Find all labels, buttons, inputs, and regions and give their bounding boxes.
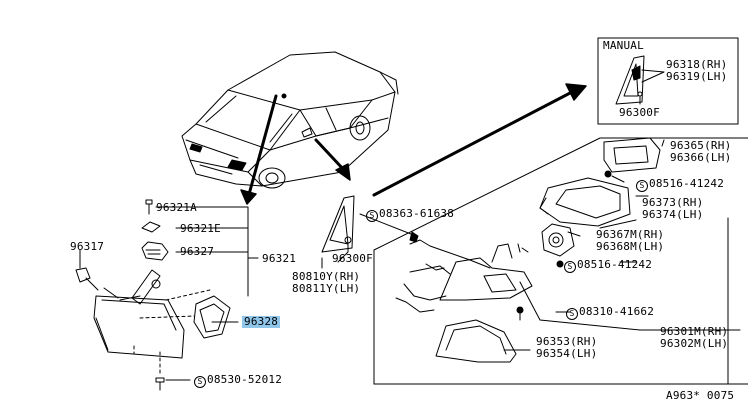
label-96317: 96317 <box>70 240 105 253</box>
label-96300f-left: 96300F <box>332 252 373 265</box>
label-96374: 96374(LH) <box>642 208 704 221</box>
screw-symbol: S <box>366 210 378 222</box>
manual-box-title: MANUAL <box>603 39 644 52</box>
figure-code: A963* 0075 <box>666 389 735 402</box>
label-96368m: 96368M(LH) <box>596 240 665 253</box>
label-80811y: 80811Y(LH) <box>292 282 361 295</box>
label-96354: 96354(LH) <box>536 347 598 360</box>
label-96353: 96353(RH) <box>536 335 598 348</box>
label-96321: 96321 <box>262 252 297 265</box>
car-illustration <box>181 51 399 189</box>
label-96373: 96373(RH) <box>642 196 704 209</box>
label-96300f-manual: 96300F <box>619 106 660 119</box>
label-96301m: 96301M(RH) <box>660 325 729 338</box>
door-mirror-box <box>359 137 748 385</box>
label-08363-61638-number: 08363-61638 <box>379 207 455 220</box>
label-96321e: 96321E <box>180 222 221 235</box>
label-08530-52012-number: 08530-52012 <box>207 373 283 386</box>
label-96365: 96365(RH) <box>670 139 732 152</box>
label-08516-41242-a-number: 08516-41242 <box>649 177 725 190</box>
label-08310-41662-number: 08310-41662 <box>579 305 655 318</box>
clip-icon <box>141 221 161 233</box>
label-96327: 96327 <box>180 245 215 258</box>
label-96366: 96366(LH) <box>670 151 732 164</box>
label-96321a: 96321A <box>156 201 197 214</box>
manual-box <box>597 37 739 125</box>
corner-finisher <box>321 195 355 269</box>
inside-mirror-group <box>75 199 259 391</box>
arrows <box>211 83 587 323</box>
label-96302m: 96302M(LH) <box>660 337 729 350</box>
label-96367m: 96367M(RH) <box>596 228 665 241</box>
screw-symbol: S <box>194 376 206 388</box>
label-08516-41242-b-number: 08516-41242 <box>577 258 653 271</box>
screw-symbol: S <box>636 180 648 192</box>
label-96319: 96319(LH) <box>666 70 728 83</box>
screw-symbol: S <box>564 261 576 273</box>
label-96328: 96328 <box>242 315 281 328</box>
label-96318: 96318(RH) <box>666 58 728 71</box>
screw-symbol: S <box>566 308 578 320</box>
label-80810y: 80810Y(RH) <box>292 270 361 283</box>
screw-icon <box>145 199 153 215</box>
